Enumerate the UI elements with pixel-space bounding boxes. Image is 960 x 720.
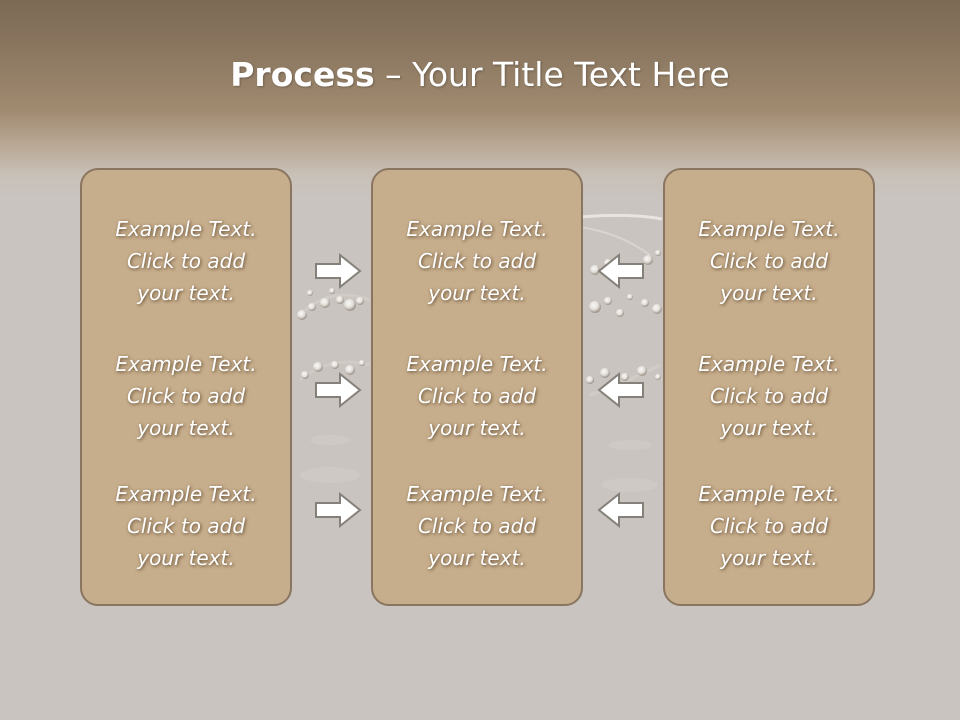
text-line: your text. <box>428 546 526 570</box>
text-line: your text. <box>137 416 235 440</box>
text-line: Example Text. <box>115 482 257 506</box>
panel-2-text-1[interactable]: Example Text. Click to add your text. <box>373 213 581 309</box>
left-arrow-icon <box>597 253 644 289</box>
text-line: Example Text. <box>406 482 548 506</box>
title-rest: – Your Title Text Here <box>374 55 730 94</box>
text-line: Click to add <box>126 249 246 273</box>
text-line: Example Text. <box>406 217 548 241</box>
process-panel-2[interactable]: Example Text. Click to add your text. Ex… <box>371 168 583 606</box>
right-arrow-icon <box>315 372 362 408</box>
text-line: Click to add <box>709 514 829 538</box>
process-panel-3[interactable]: Example Text. Click to add your text. Ex… <box>663 168 875 606</box>
text-line: Example Text. <box>115 217 257 241</box>
text-line: your text. <box>428 281 526 305</box>
right-arrow-icon <box>315 253 362 289</box>
text-line: Click to add <box>417 384 537 408</box>
panel-2-text-3[interactable]: Example Text. Click to add your text. <box>373 478 581 574</box>
panel-1-text-2[interactable]: Example Text. Click to add your text. <box>82 348 290 444</box>
header-band <box>0 0 960 200</box>
right-arrow-icon <box>315 492 362 528</box>
text-line: Example Text. <box>698 217 840 241</box>
text-line: Click to add <box>709 384 829 408</box>
panel-1-text-3[interactable]: Example Text. Click to add your text. <box>82 478 290 574</box>
text-line: your text. <box>720 416 818 440</box>
panel-3-text-2[interactable]: Example Text. Click to add your text. <box>665 348 873 444</box>
text-line: your text. <box>137 281 235 305</box>
left-arrow-icon <box>597 372 644 408</box>
panel-2-text-2[interactable]: Example Text. Click to add your text. <box>373 348 581 444</box>
text-line: your text. <box>137 546 235 570</box>
panel-3-text-1[interactable]: Example Text. Click to add your text. <box>665 213 873 309</box>
text-line: your text. <box>428 416 526 440</box>
text-line: your text. <box>720 281 818 305</box>
text-line: Click to add <box>126 384 246 408</box>
text-line: Example Text. <box>698 482 840 506</box>
panel-1-text-1[interactable]: Example Text. Click to add your text. <box>82 213 290 309</box>
text-line: Example Text. <box>406 352 548 376</box>
text-line: Click to add <box>417 514 537 538</box>
left-arrow-icon <box>597 492 644 528</box>
tiara-decoration-image <box>297 213 663 492</box>
text-line: Click to add <box>709 249 829 273</box>
process-panel-1[interactable]: Example Text. Click to add your text. Ex… <box>80 168 292 606</box>
panel-3-text-3[interactable]: Example Text. Click to add your text. <box>665 478 873 574</box>
text-line: your text. <box>720 546 818 570</box>
slide-title[interactable]: Process – Your Title Text Here <box>0 52 960 98</box>
text-line: Example Text. <box>698 352 840 376</box>
text-line: Click to add <box>417 249 537 273</box>
text-line: Example Text. <box>115 352 257 376</box>
text-line: Click to add <box>126 514 246 538</box>
title-bold: Process <box>230 55 375 94</box>
